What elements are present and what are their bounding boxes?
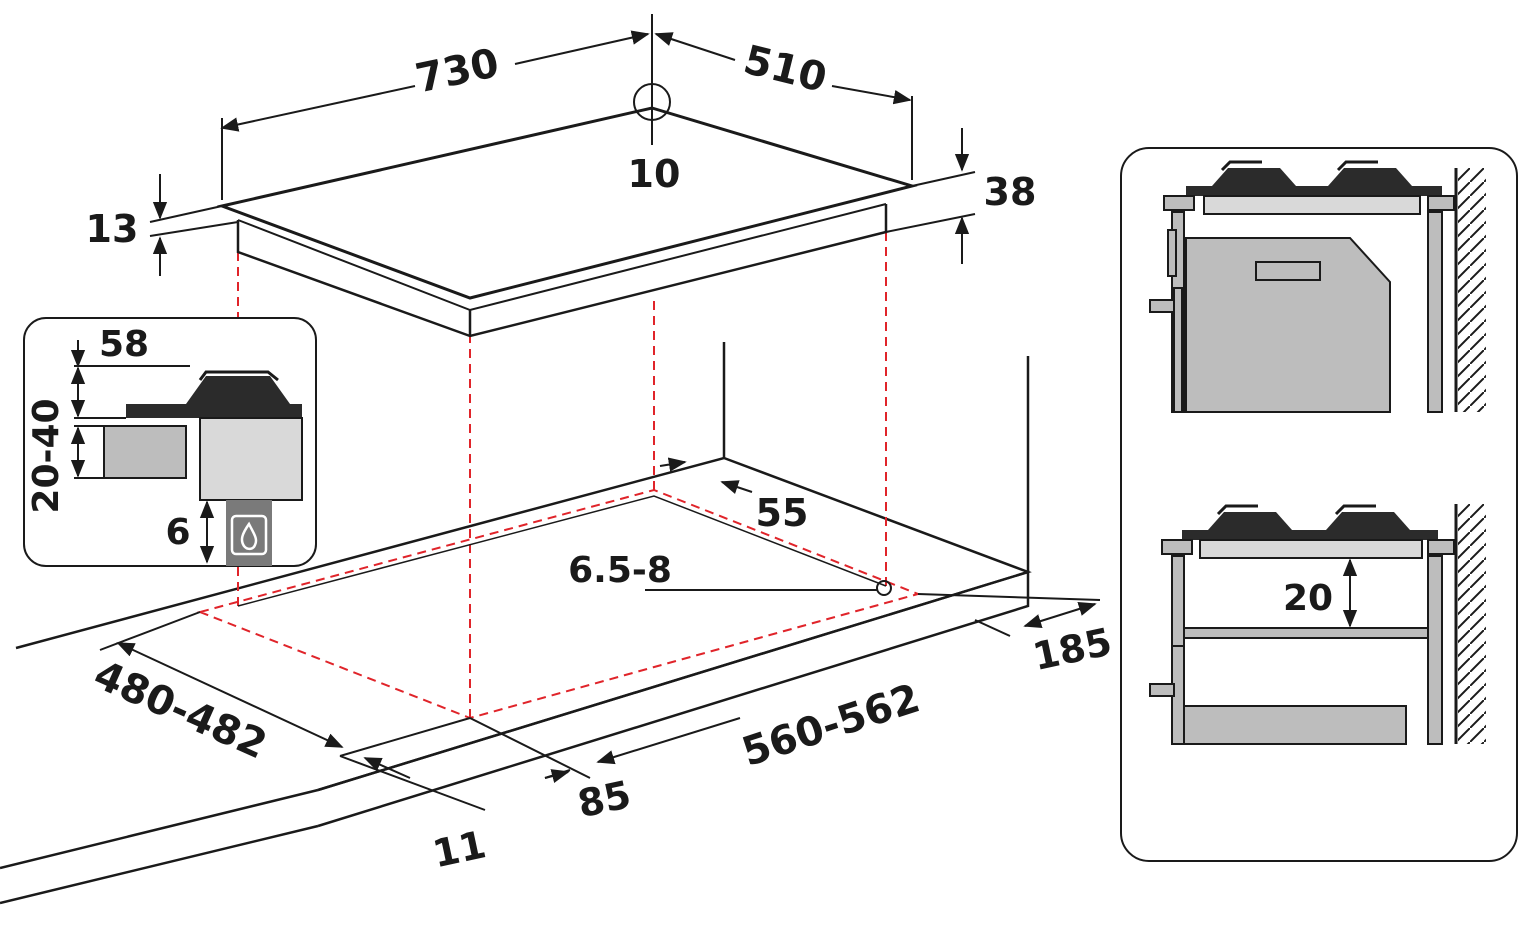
hob-glass-top <box>216 14 918 338</box>
gas-inset <box>23 317 317 567</box>
worktop-range-label: 20-40 <box>26 398 67 513</box>
bottom-gap-label: 6 <box>165 512 190 553</box>
oven-installation <box>1149 160 1486 413</box>
fixing-hole-label: 6.5-8 <box>568 550 672 591</box>
glass-thickness-label: 13 <box>86 207 139 251</box>
front-edge-label: 11 <box>429 822 490 876</box>
rear-clearance-label: 55 <box>756 491 809 535</box>
corner-radius-label: 10 <box>628 152 681 196</box>
right-margin-label: 185 <box>1029 620 1116 680</box>
cutout-width-label: 560-562 <box>737 675 926 775</box>
worktop <box>0 342 1032 905</box>
fixing-hole-icon <box>876 580 892 596</box>
dimension-lines <box>99 30 1101 811</box>
installation-inset <box>1120 147 1518 862</box>
top-clearance-label: 58 <box>99 324 149 365</box>
cutout-depth-label: 480-482 <box>87 652 273 769</box>
drawer-installation <box>1149 504 1486 745</box>
hob-width-label: 730 <box>412 40 503 102</box>
gas-flame-icon <box>230 514 268 556</box>
shelf-gap-label: 20 <box>1283 578 1333 619</box>
hob-height-label: 38 <box>984 170 1037 214</box>
hob-depth-label: 510 <box>739 37 831 102</box>
front-margin-label: 85 <box>574 772 635 826</box>
